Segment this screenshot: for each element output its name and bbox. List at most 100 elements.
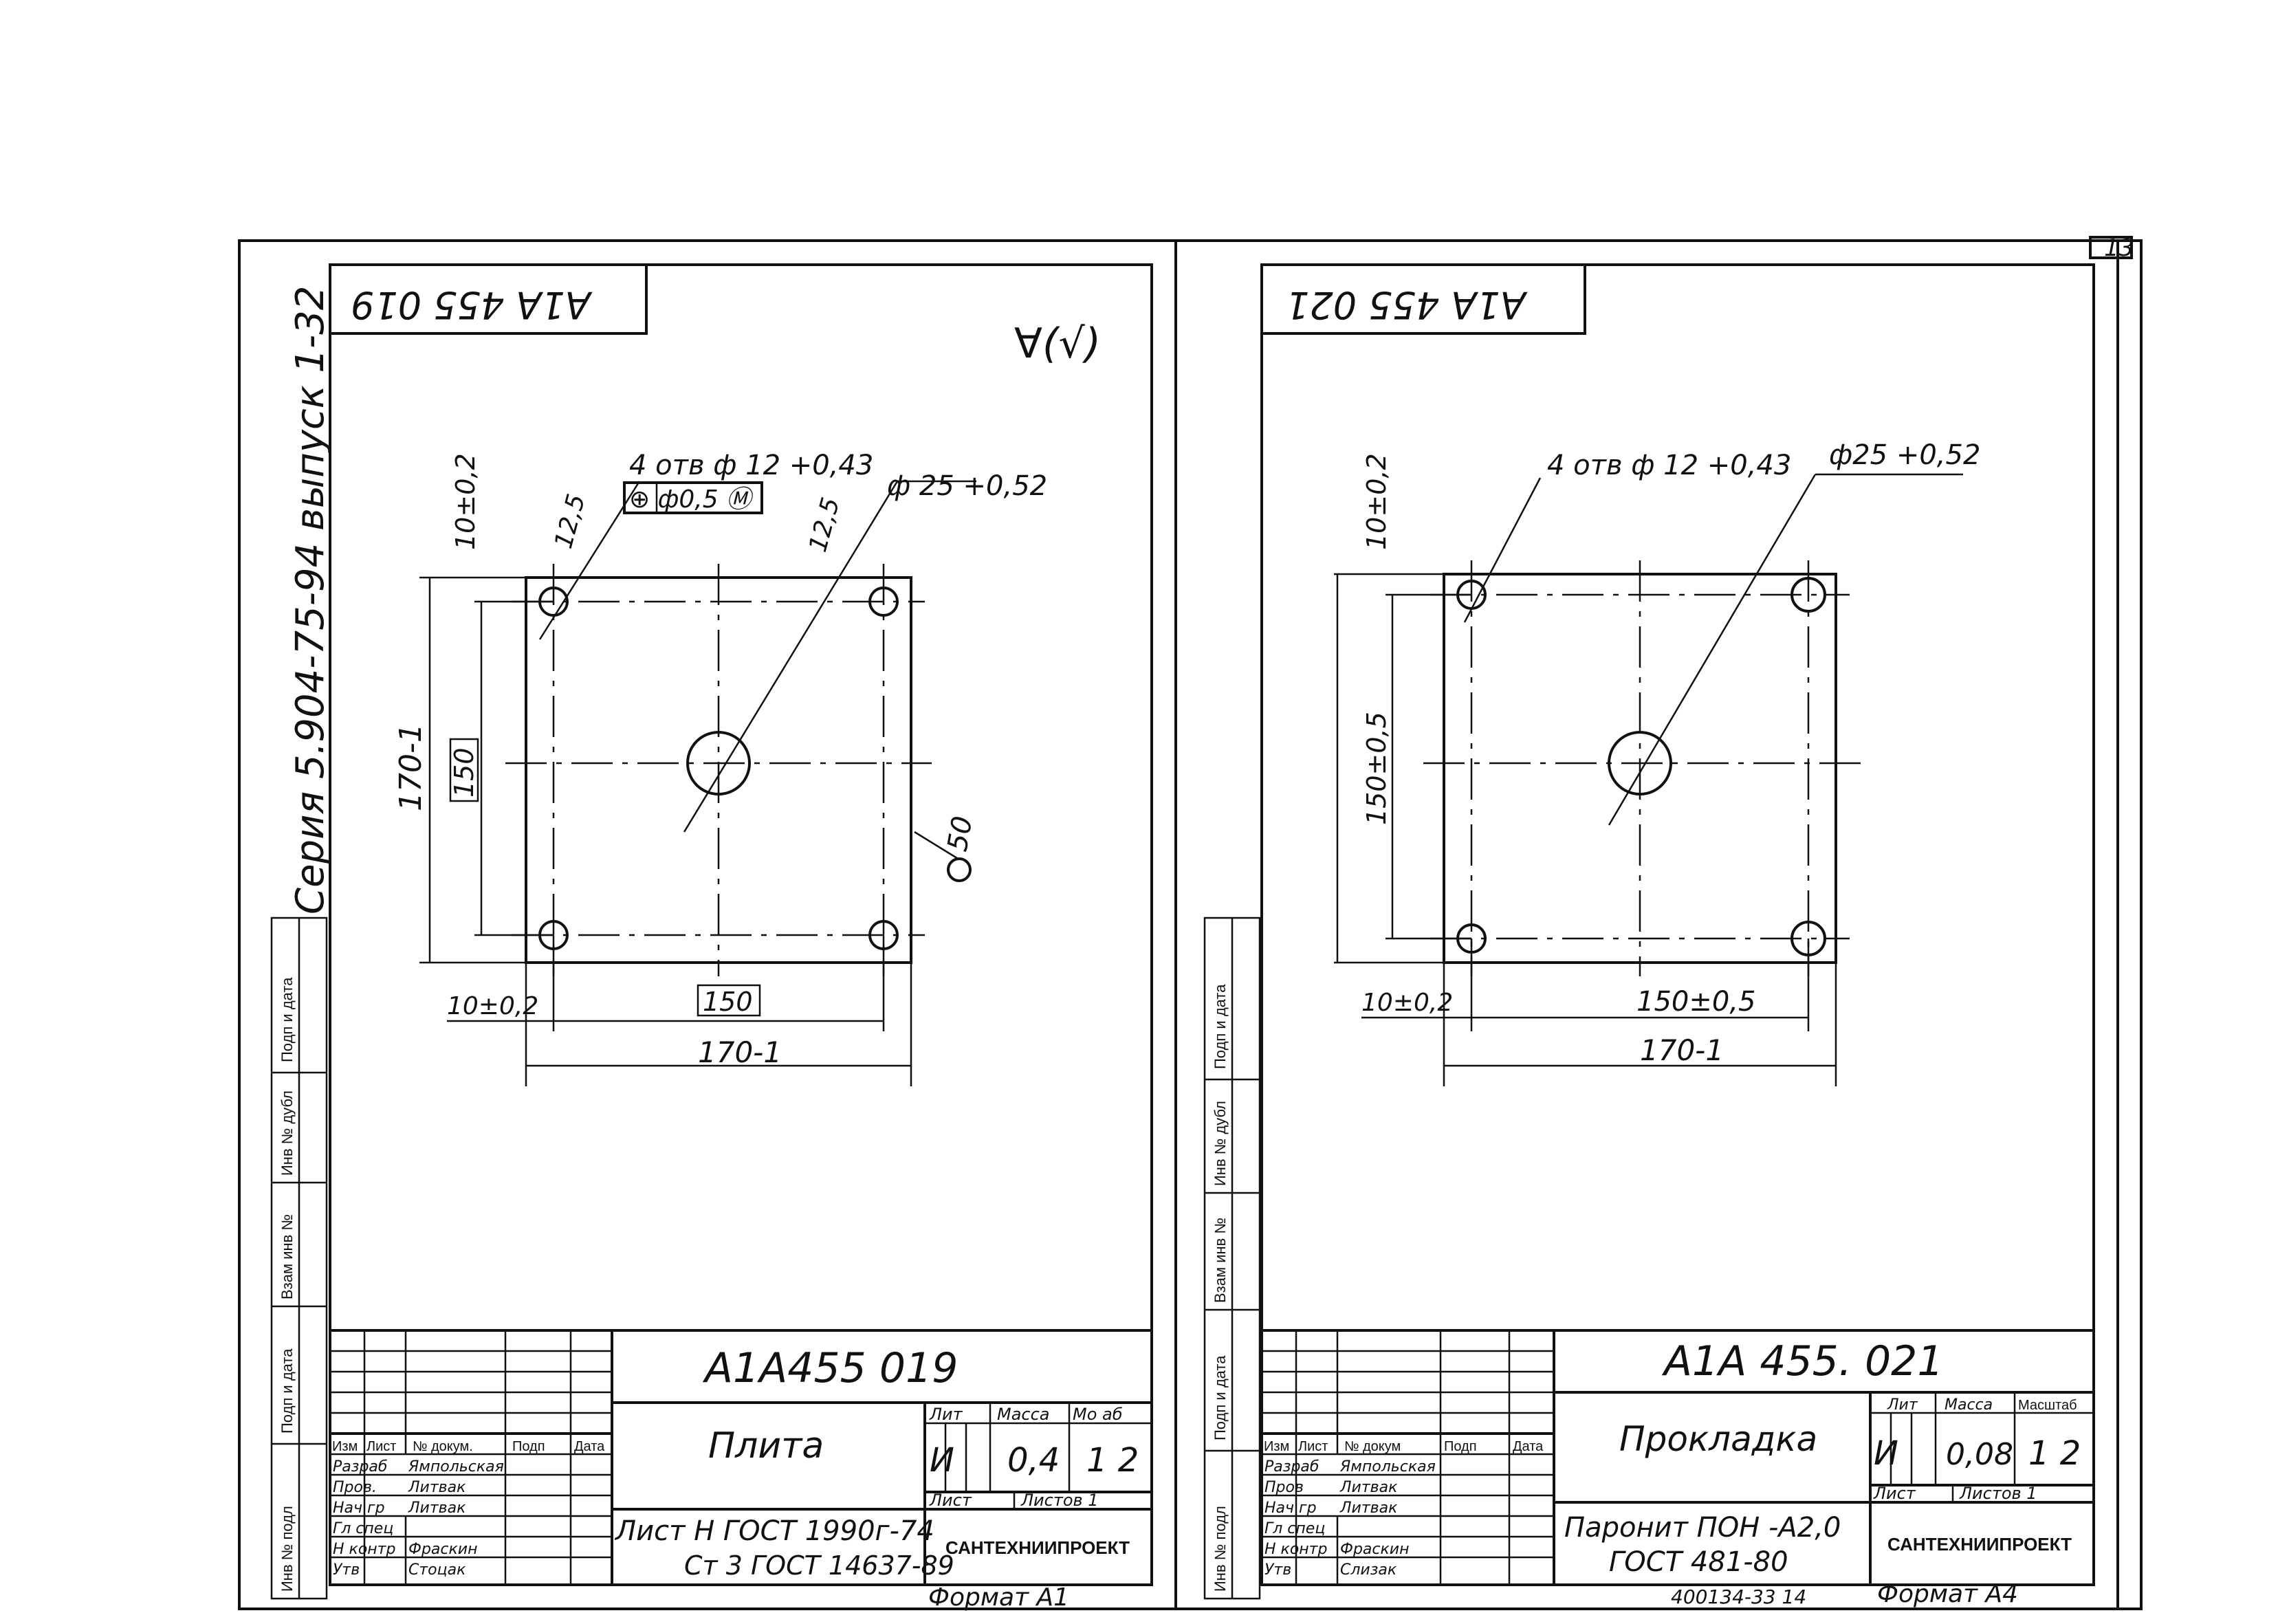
right-r5-name: Фраскин <box>1340 1541 1409 1558</box>
right-col-mass: Масса <box>1945 1396 1993 1414</box>
left-org: САНТЕХНИИПРОЕКТ <box>945 1537 1130 1558</box>
left-format: Формат А1 <box>928 1583 1069 1612</box>
stamp-1: Подп и дата <box>278 977 296 1062</box>
left-tolerance-frame: ⊕ ф0,5 Ⓜ <box>629 485 754 514</box>
left-r5-role: Н контр <box>333 1541 395 1558</box>
right-r4-role: Гл спец <box>1264 1520 1325 1537</box>
right-r3-role: Нач гр <box>1264 1500 1317 1517</box>
left-bottom-offset: 10±0,2 <box>447 992 538 1020</box>
left-col-mass: Масса <box>997 1405 1050 1424</box>
left-roughness-value: 50 <box>942 814 979 854</box>
right-h-doc: № докум <box>1344 1439 1401 1454</box>
left-plate <box>419 480 976 1086</box>
right-sheet: Лист <box>1873 1484 1916 1503</box>
right-r6-role: Утв <box>1264 1561 1291 1579</box>
left-r1-role: Разраб <box>333 1458 387 1475</box>
left-h-izm: Изм <box>332 1439 358 1454</box>
right-scale-val: 1 2 <box>2028 1434 2081 1473</box>
right-r2-name: Литвак <box>1339 1479 1398 1496</box>
right-title-block <box>1260 1329 2095 1586</box>
left-tb-code: А1А455 019 <box>702 1344 958 1392</box>
right-r5-role: Н контр <box>1264 1541 1327 1558</box>
left-r1-name: Ямпольская <box>408 1458 504 1475</box>
left-r6-name: Стоцак <box>408 1561 466 1579</box>
right-bottom-outer: 170-1 <box>1640 1033 1724 1067</box>
right-h-izm: Изм <box>1264 1439 1289 1454</box>
right-r3-name: Литвак <box>1339 1500 1398 1517</box>
right-gasket <box>1334 473 1963 1086</box>
right-footer-code: 400134-33 14 <box>1671 1585 1806 1608</box>
left-lit-val: И <box>930 1441 954 1480</box>
left-angle-1: 12,5 <box>549 491 591 551</box>
right-mass-val: 0,08 <box>1946 1437 2013 1472</box>
stamp-5: Инв № подл <box>278 1506 296 1592</box>
page-number: 13 <box>2104 234 2134 262</box>
right-left-inner: 150±0,5 <box>1361 712 1392 825</box>
left-mass-val: 0,4 <box>1007 1441 1060 1480</box>
right-side-stamp <box>1203 917 1261 1600</box>
right-r2-role: Пров <box>1264 1479 1304 1496</box>
right-r6-name: Слизак <box>1340 1561 1397 1579</box>
left-material-1: Лист Н ГОСТ 1990г-74 <box>614 1515 934 1547</box>
left-bottom-inner: 150 <box>703 987 753 1017</box>
left-top-offset: 10±0,2 <box>450 453 481 550</box>
right-bottom-inner: 150±0,5 <box>1636 986 1755 1018</box>
stamp-4: Подп и дата <box>278 1348 296 1434</box>
left-r5-name: Фраскин <box>408 1541 477 1558</box>
r-stamp-2: Инв № дубл <box>1212 1101 1229 1186</box>
left-col-scale: Мо аб <box>1073 1405 1123 1424</box>
left-r4-role: Гл спец <box>333 1520 393 1537</box>
right-corner-code: А1А 455 021 <box>1286 283 1528 327</box>
roughness-sign: ∀(√) <box>1014 320 1101 368</box>
right-holes-label: 4 отв ф 12 +0,43 <box>1547 450 1791 481</box>
right-h-list: Лист <box>1298 1439 1328 1454</box>
left-r3-name: Литвак <box>408 1500 466 1517</box>
left-tb-name: Плита <box>708 1425 824 1467</box>
left-col-lit: Лит <box>929 1405 963 1424</box>
left-side-stamp <box>270 917 328 1600</box>
right-top-offset: 10±0,2 <box>1361 453 1392 550</box>
right-org: САНТЕХНИИПРОЕКТ <box>1887 1534 2072 1555</box>
r-stamp-5: Инв № подл <box>1212 1506 1229 1592</box>
right-material-1: Паронит ПОН -А2,0 <box>1564 1512 1841 1544</box>
right-col-lit: Лит <box>1887 1396 1918 1414</box>
right-material-2: ГОСТ 481-80 <box>1609 1546 1788 1578</box>
r-stamp-3: Взам инв № <box>1212 1218 1229 1303</box>
right-format: Формат А4 <box>1877 1580 2018 1608</box>
left-inner-vert: 150 <box>449 747 479 798</box>
stamp-3: Взам инв № <box>278 1214 296 1299</box>
left-h-date: Дата <box>574 1439 605 1454</box>
left-r2-role: Пров. <box>333 1479 377 1496</box>
left-scale-val: 1 2 <box>1086 1441 1139 1480</box>
right-tb-code: А1А 455. 021 <box>1661 1337 1944 1385</box>
r-stamp-4: Подп и дата <box>1212 1355 1229 1440</box>
right-bottom-offset: 10±0,2 <box>1361 989 1453 1017</box>
left-r6-role: Утв <box>333 1561 360 1579</box>
left-sheet: Лист <box>929 1491 972 1510</box>
left-h-list: Лист <box>366 1439 396 1454</box>
left-holes-label: 4 отв ф 12 +0,43 <box>629 450 873 481</box>
right-lit-val: И <box>1874 1434 1898 1473</box>
left-title-block <box>329 1329 1153 1586</box>
r-stamp-1: Подп и дата <box>1212 984 1229 1069</box>
outer-frame <box>238 236 2143 1610</box>
right-h-podp: Подп <box>1444 1439 1477 1454</box>
left-outer-vert: 170-1 <box>393 723 428 811</box>
left-h-podp: Подп <box>512 1439 545 1454</box>
series-label: Серия 5.904-75-94 выпуск 1-32 <box>288 285 333 914</box>
right-sheets: Листов 1 <box>1959 1484 2037 1503</box>
left-big-hole-label: ф 25 +0,52 <box>887 470 1047 502</box>
left-r3-role: Нач гр <box>333 1500 385 1517</box>
right-h-date: Дата <box>1513 1439 1544 1454</box>
left-r2-name: Литвак <box>408 1479 466 1496</box>
right-col-scale: Масштаб <box>2018 1398 2077 1413</box>
right-r1-name: Ямпольская <box>1339 1458 1436 1475</box>
left-bottom-outer: 170-1 <box>698 1035 782 1069</box>
stamp-2: Инв № дубл <box>278 1090 296 1176</box>
right-big-hole-label: ф25 +0,52 <box>1829 439 1980 471</box>
left-material-2: Ст 3 ГОСТ 14637-89 <box>684 1550 954 1581</box>
left-sheets: Листов 1 <box>1020 1491 1099 1510</box>
left-h-doc: № докум. <box>413 1439 473 1454</box>
right-r1-role: Разраб <box>1264 1458 1319 1475</box>
